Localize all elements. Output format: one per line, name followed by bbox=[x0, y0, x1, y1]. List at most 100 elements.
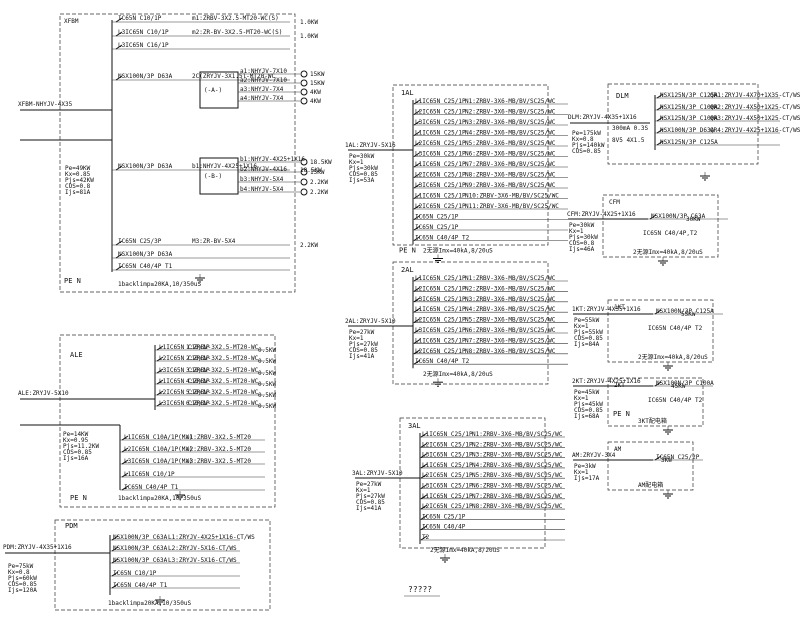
al3-breaker: IC65N C25/1P bbox=[422, 513, 466, 520]
ale-load: 0.5KW bbox=[258, 347, 276, 354]
dlm-circuit: QR1:ZRYJV-4X70+1X35-CT/WS bbox=[710, 92, 800, 99]
xfbm-breaker: L3IC65N C16/1P bbox=[118, 42, 169, 49]
kt2-param: Kx=1 bbox=[574, 395, 589, 402]
al3-circuit: N3:ZRBV-3X6-MB/BV/SC25/WC bbox=[472, 452, 563, 459]
ale-load: 0.5KW bbox=[258, 381, 276, 388]
ale-breaker: IC65N C40/4P T1 bbox=[124, 484, 179, 491]
dlm-extra: 8V5 4X1.5 bbox=[612, 137, 645, 144]
xfbm-starter-label: (-B-) bbox=[204, 173, 222, 180]
pdm-param: Ijs=120A bbox=[8, 587, 37, 594]
cfm-enclosure bbox=[602, 194, 719, 258]
kt2-param: COS=0.85 bbox=[574, 407, 603, 414]
breaker-contact bbox=[413, 276, 421, 282]
cfm-param: COS=0.8 bbox=[569, 240, 595, 247]
ale-circuit: 6:ZRBV-3X2.5-MT20-WC bbox=[186, 400, 259, 407]
pdm-title: PDM bbox=[65, 522, 78, 530]
al3-title: 3AL bbox=[408, 422, 421, 430]
xfbm-meter: 1backlimp≥20KA,10/350uS bbox=[118, 281, 201, 288]
breaker-contact bbox=[413, 110, 421, 115]
al1-circuit: N3:ZRBV-3X6-MB/BV/SC25/WC bbox=[465, 119, 556, 126]
al1-circuit: N7:ZRBV-3X6-MB/BV/SC25/WC bbox=[465, 161, 556, 168]
xfbm-param: Ijs=81A bbox=[65, 189, 91, 196]
breaker-contact bbox=[413, 99, 421, 105]
xfbm-motor-load: 4KW bbox=[310, 98, 321, 105]
breaker-contact bbox=[413, 338, 421, 344]
breaker-contact bbox=[413, 307, 421, 313]
breaker-contact bbox=[413, 131, 421, 136]
al1-circuit: N11:ZRBV-3X6-MB/BV/SC25/WC bbox=[465, 203, 559, 210]
dlm-breaker: NSX125N/3P C125A bbox=[660, 92, 718, 99]
xfbm-circuit: m2:ZR-BV-3X2.5-MT20-WC(S) bbox=[192, 29, 282, 36]
dlm-circuit: QR4:ZRYJV-4X25+1X16-CT/WS bbox=[710, 127, 800, 134]
al2-breaker: L2IC65N C25/1P bbox=[415, 317, 466, 324]
cfm-param: Ijs=46A bbox=[569, 246, 595, 253]
al1-circuit: N9:ZRBV-3X6-MB/BV/SC25/WC bbox=[465, 182, 556, 189]
al2-breaker: IC65N C40/4P T2 bbox=[415, 358, 470, 365]
ale-breaker: L3IC65N C10/1P bbox=[159, 367, 210, 374]
ale-load: 0.5KW bbox=[258, 358, 276, 365]
ale-title: ALE bbox=[70, 351, 83, 359]
ale-circuit: 4:ZRBV-3X2.5-MT20-WC bbox=[186, 378, 259, 385]
kt2-param: Pjs=45kW bbox=[574, 401, 603, 408]
xfbm-breaker: NSX100N/3P D63A bbox=[118, 163, 173, 170]
pdm-param: Pe=75kW bbox=[8, 563, 34, 570]
kt2-breaker2: IC65N C40/4P T2 bbox=[648, 397, 703, 404]
al1-incoming-label: 1AL:ZRYJV-5X16 bbox=[345, 142, 396, 149]
breaker-contact bbox=[420, 535, 428, 541]
ale-circuit: 2:ZRBV-3X2.5-MT20-WC bbox=[186, 355, 259, 362]
xfbm-motor-load: 15KW bbox=[310, 71, 325, 78]
motor-icon bbox=[300, 168, 308, 176]
xfbm-breaker: IC65N C40/4P T1 bbox=[118, 263, 173, 270]
pdm-circuit: L3:ZRYJV-5X16-CT/WS bbox=[168, 557, 237, 564]
motor-icon bbox=[300, 88, 308, 96]
al1-breaker: IC65N C25/1P bbox=[415, 214, 459, 221]
pdm-circuit: L2:ZRYJV-5X16-CT/WS bbox=[168, 545, 237, 552]
al2-circuit: N6:ZRBV-3X6-MB/BV/SC25/WC bbox=[465, 327, 556, 334]
al3-breaker: L2IC65N C25/1P bbox=[422, 441, 473, 448]
am-title: AM bbox=[614, 446, 622, 453]
xfbm-load: 2.2KW bbox=[300, 242, 318, 249]
ale-enclosure bbox=[59, 334, 276, 508]
pdm-breaker: IC65N C10/1P bbox=[113, 570, 157, 577]
breaker-contact bbox=[413, 162, 421, 168]
ikt-param: Ijs=84A bbox=[574, 341, 600, 348]
am-enclosure bbox=[607, 441, 694, 491]
motor-icon bbox=[300, 97, 308, 105]
xfbm-motor-load: 4KW bbox=[310, 89, 321, 96]
ale-breaker: L2IC65N C10/1P bbox=[159, 355, 210, 362]
al1-breaker: L3IC65N C25/1P bbox=[415, 182, 466, 189]
kt2-breaker: NSX100N/3P C100A bbox=[656, 380, 714, 387]
breaker-contact bbox=[121, 485, 129, 491]
xfbm-motor: b2:NHYJV-4X16 bbox=[240, 166, 287, 173]
al1-circuit: N10:ZRBV-3X6-MB/BV/SC25/WC bbox=[465, 193, 559, 200]
breaker-contact bbox=[413, 215, 421, 220]
kt2-param: Pe=45kW bbox=[574, 389, 600, 396]
al3-param: Ijs=41A bbox=[356, 505, 382, 512]
ale-circuit: e3:ZRBV-3X2.5-MT20 bbox=[186, 458, 251, 465]
xfbm-param: Pjs=42KW bbox=[65, 177, 94, 184]
breaker-contact bbox=[420, 514, 428, 520]
al2-param: Kx=1 bbox=[349, 335, 364, 342]
breaker-contact bbox=[413, 152, 421, 157]
am-breaker: IC65N C25/2P bbox=[656, 454, 700, 461]
ale-circuit: 3:ZRBV-3X2.5-MT20-WC bbox=[186, 367, 259, 374]
al1-breaker: L2IC65N C25/1P bbox=[415, 203, 466, 210]
pdm-breaker: NSX100N/3P C63A bbox=[113, 545, 168, 552]
cfm-meter: 2无源Imx=40kA,8/20uS bbox=[633, 248, 703, 256]
am-param: Pe=3kW bbox=[574, 463, 596, 470]
breaker-contact bbox=[413, 286, 421, 292]
breaker-contact bbox=[156, 379, 164, 385]
dlm-param: COS=0.85 bbox=[572, 148, 601, 155]
breaker-contact bbox=[420, 463, 428, 469]
ale-breaker: L1IC65N C10/1P bbox=[124, 471, 175, 478]
ale-circuit: e2:ZRBV-3X2.5-MT20 bbox=[186, 446, 251, 453]
breaker-contact bbox=[111, 546, 119, 552]
dlm-circuit: QR3:ZRYJV-4X50+1X25-CT/WS bbox=[710, 115, 800, 122]
xfbm-load: 1.0KW bbox=[300, 19, 318, 26]
pdm-breaker: NSX100N/3P C63A bbox=[113, 557, 168, 564]
breaker-contact bbox=[420, 525, 428, 531]
motor-icon bbox=[300, 188, 308, 196]
breaker-contact bbox=[413, 183, 421, 189]
xfbm-param: COS=0.8 bbox=[65, 183, 91, 190]
al3-circuit: N7:ZRBV-3X6-MB/BV/SC25/WC bbox=[472, 493, 563, 500]
